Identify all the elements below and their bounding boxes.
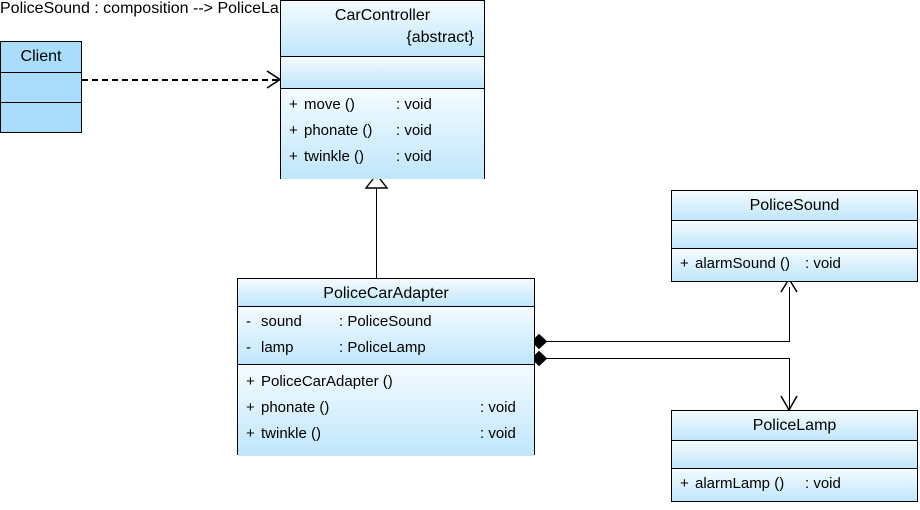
operation-signature: twinkle () (304, 148, 365, 165)
operation-signature: phonate () (261, 399, 330, 416)
class-box-policesound[interactable]: PoliceSound + alarmSound () : void (671, 190, 918, 282)
generalization-line-adapter-to-carcontroller (376, 186, 377, 278)
class-attributes-policesound (672, 221, 917, 249)
class-operations-policecaradapter: + PoliceCarAdapter () + phonate () : voi… (238, 365, 534, 456)
composition-line-adapter-to-policesound-horizontal (545, 341, 790, 342)
class-attributes-policelamp (672, 441, 917, 469)
visibility-marker: + (246, 373, 255, 390)
class-name-client: Client (1, 42, 81, 73)
attribute-name: lamp (261, 339, 294, 356)
operation-return-type: : void (805, 475, 841, 492)
operation-return-type: : void (805, 255, 841, 272)
operation-row: + phonate () : void (238, 395, 534, 421)
class-name-policesound: PoliceSound (672, 191, 917, 221)
operation-row: + alarmSound () : void (672, 251, 917, 277)
attribute-row: - lamp : PoliceLamp (238, 335, 534, 361)
class-operations-carcontroller: + move () : void + phonate () : void + t… (281, 89, 484, 179)
class-operations-client (1, 103, 81, 132)
class-attributes-policecaradapter: - sound : PoliceSound - lamp : PoliceLam… (238, 307, 534, 365)
class-attributes-client (1, 73, 81, 103)
class-box-policelamp[interactable]: PoliceLamp + alarmLamp () : void (671, 410, 918, 502)
operation-row: + move () : void (281, 92, 484, 118)
class-operations-policesound: + alarmSound () : void (672, 249, 917, 281)
operation-signature: alarmSound () (695, 255, 791, 272)
operation-row: + alarmLamp () : void (672, 471, 917, 497)
visibility-marker: - (246, 313, 251, 330)
visibility-marker: + (289, 122, 298, 139)
attribute-row: - sound : PoliceSound (238, 309, 534, 335)
open-arrowhead-icon-policelamp (780, 395, 798, 412)
attribute-name: sound (261, 313, 302, 330)
operation-return-type: : void (480, 399, 516, 416)
filled-diamond-icon-policelamp (531, 350, 548, 367)
visibility-marker: + (289, 148, 298, 165)
operation-row: + twinkle () : void (281, 144, 484, 170)
visibility-marker: + (289, 96, 298, 113)
operation-row: + twinkle () : void (238, 421, 534, 447)
composition-line-adapter-to-policesound-vertical (789, 287, 790, 342)
class-box-policecaradapter[interactable]: PoliceCarAdapter - sound : PoliceSound -… (237, 278, 535, 456)
composition-line-adapter-to-policelamp-vertical (789, 358, 790, 410)
class-operations-policelamp: + alarmLamp () : void (672, 469, 917, 501)
operation-row: + PoliceCarAdapter () (238, 369, 534, 395)
operation-row: + phonate () : void (281, 118, 484, 144)
visibility-marker: + (680, 475, 689, 492)
operation-signature: phonate () (304, 122, 373, 139)
operation-return-type: : void (480, 425, 516, 442)
operation-return-type: : void (396, 96, 432, 113)
operation-signature: alarmLamp () (695, 475, 785, 492)
class-name-carcontroller: CarController {abstract} (281, 1, 484, 57)
composition-line-adapter-to-policelamp-horizontal (545, 358, 790, 359)
class-name-label-carcontroller: CarController (334, 7, 431, 24)
visibility-marker: + (246, 425, 255, 442)
class-box-client[interactable]: Client (0, 41, 82, 133)
visibility-marker: + (680, 255, 689, 272)
operation-return-type: : void (396, 148, 432, 165)
class-name-policelamp: PoliceLamp (672, 411, 917, 441)
class-stereotype-abstract: {abstract} (406, 29, 474, 46)
filled-diamond-icon-policesound (531, 333, 548, 350)
attribute-type: : PoliceSound (339, 313, 432, 330)
hollow-triangle-arrowhead-icon (364, 173, 389, 189)
operation-signature: twinkle () (261, 425, 322, 442)
visibility-marker: + (246, 399, 255, 416)
class-attributes-carcontroller (281, 57, 484, 89)
operation-signature: PoliceCarAdapter () (261, 373, 393, 390)
operation-return-type: : void (396, 122, 432, 139)
operation-signature: move () (304, 96, 355, 113)
class-box-carcontroller[interactable]: CarController {abstract} + move () : voi… (280, 0, 485, 179)
dependency-client-to-carcontroller (82, 79, 278, 81)
attribute-type: : PoliceLamp (339, 339, 426, 356)
visibility-marker: - (246, 339, 251, 356)
class-name-policecaradapter: PoliceCarAdapter (238, 279, 534, 307)
